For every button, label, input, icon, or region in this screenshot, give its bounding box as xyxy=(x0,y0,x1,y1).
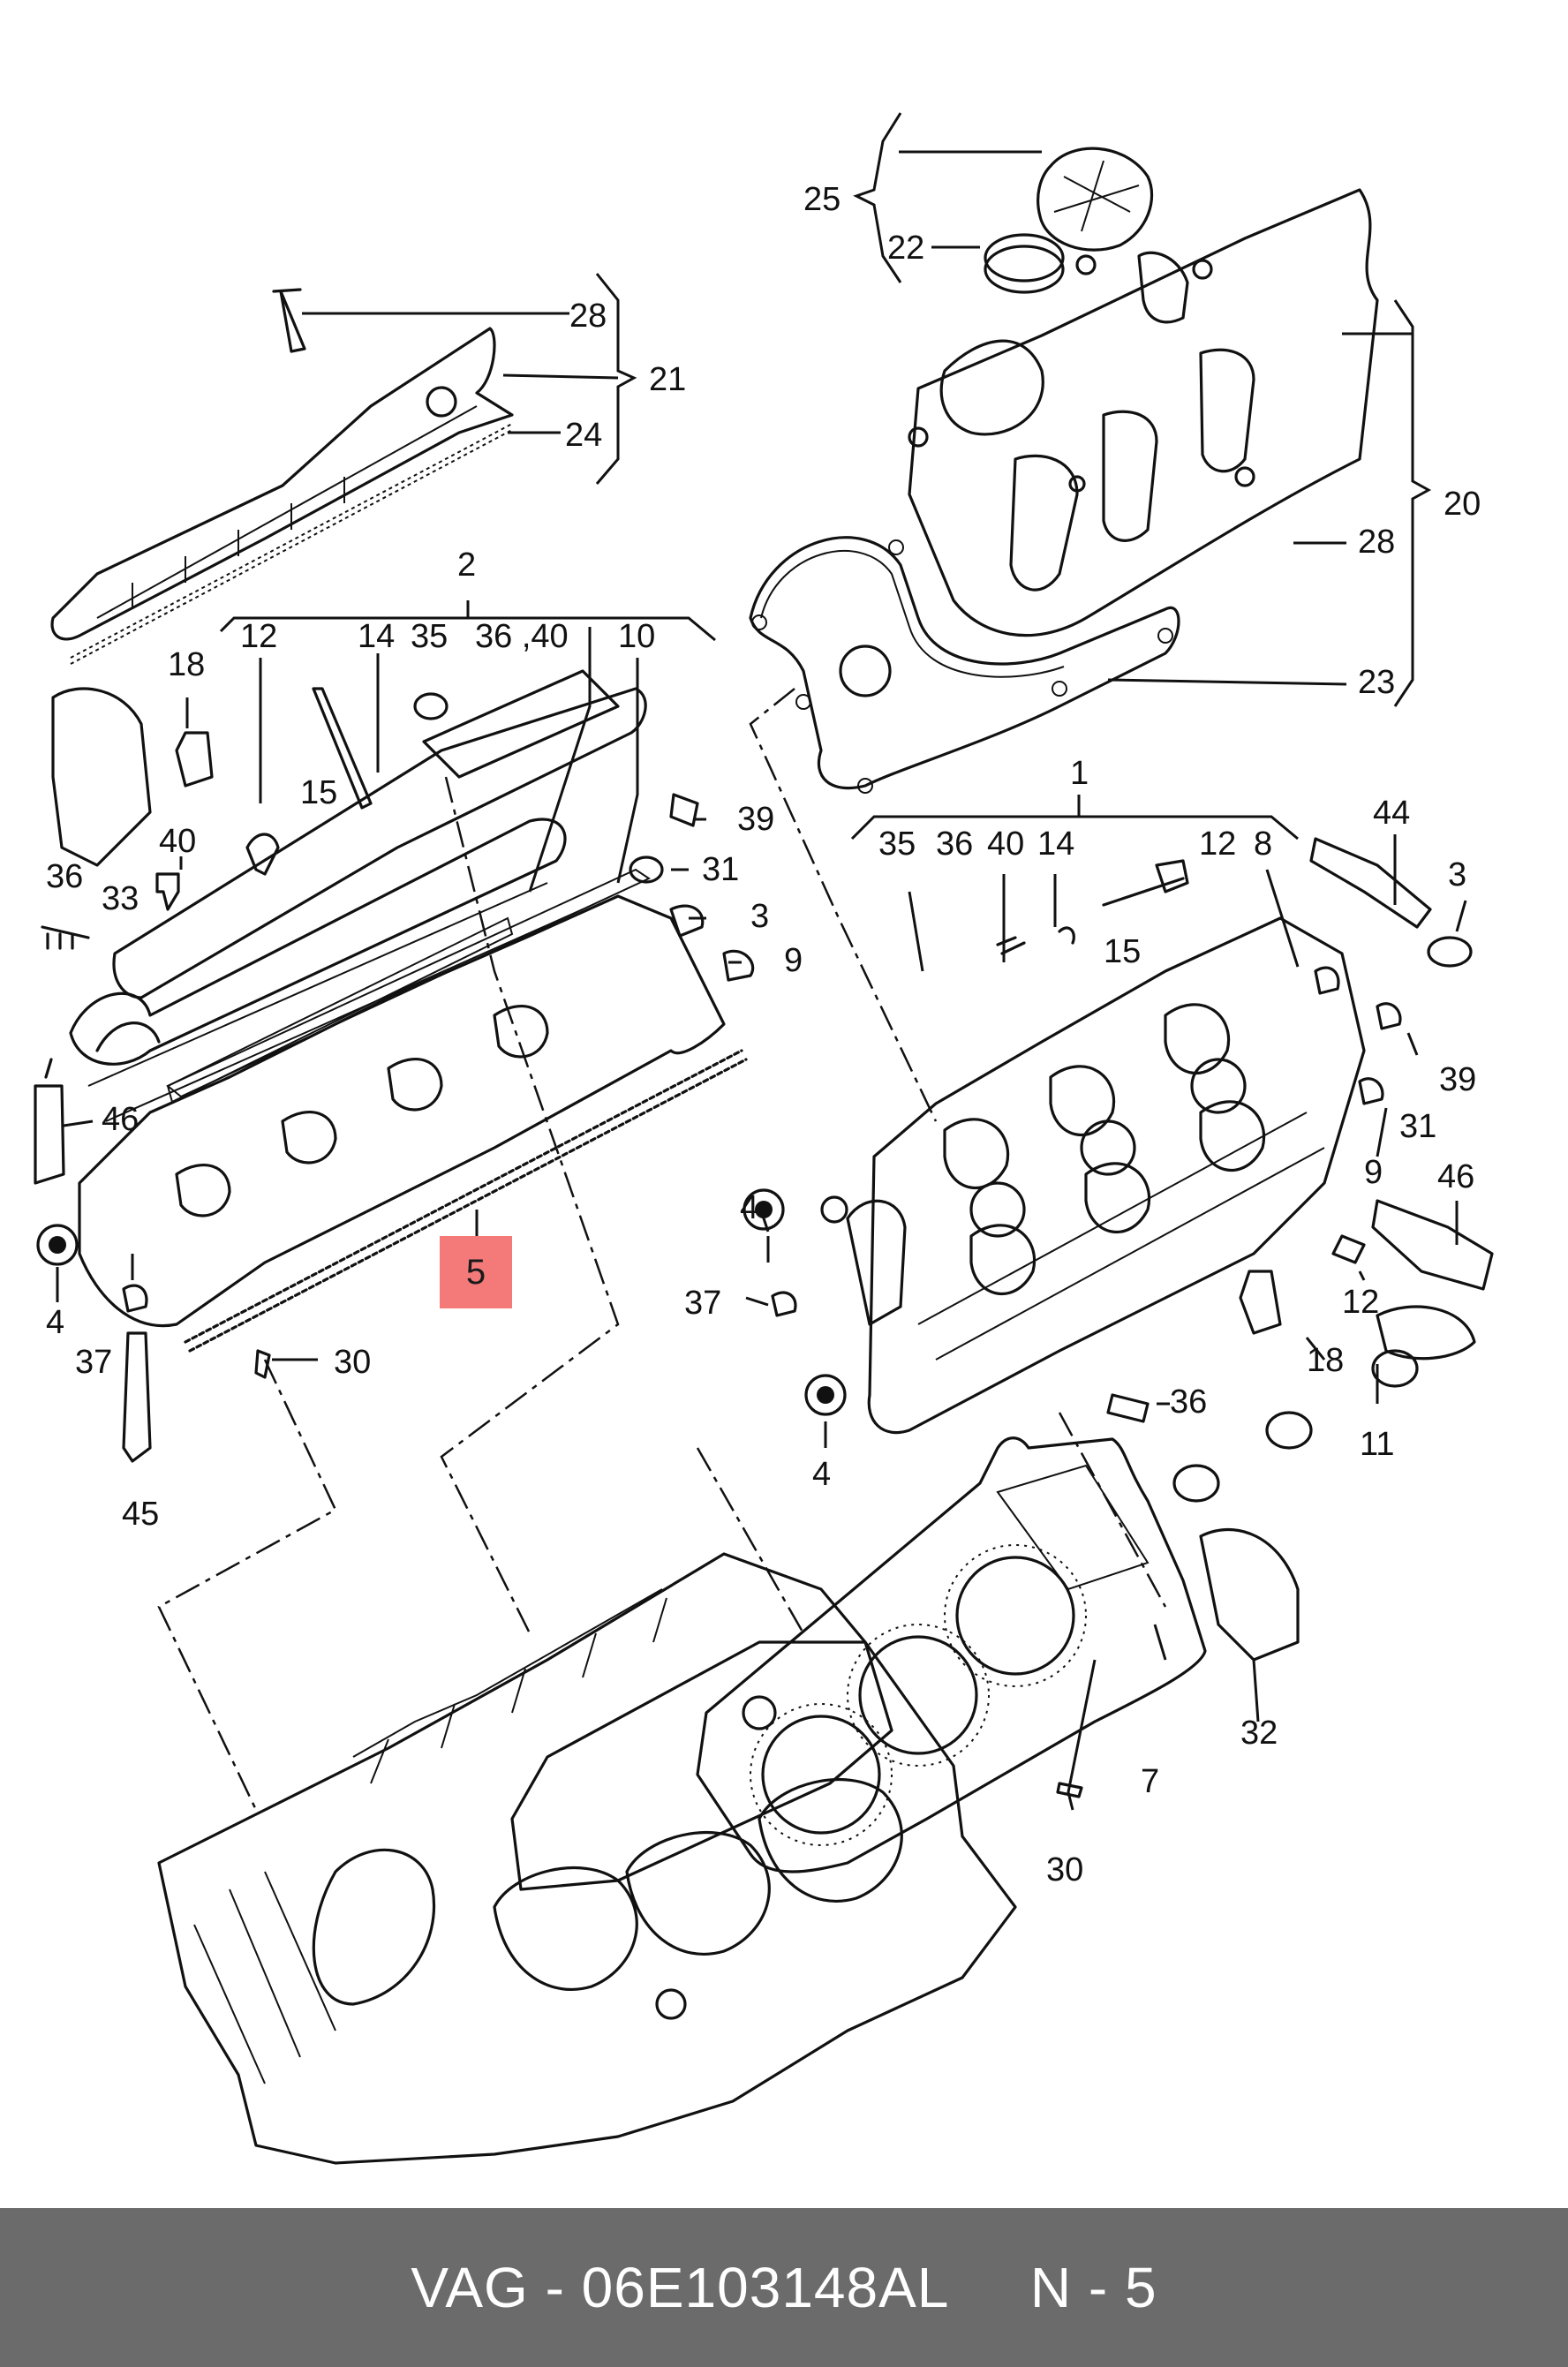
callout-8[interactable]: 8 xyxy=(1254,825,1272,863)
callout-15[interactable]: 15 xyxy=(300,774,337,811)
callout-36[interactable]: 36 xyxy=(936,825,973,863)
callout-45[interactable]: 45 xyxy=(122,1496,159,1533)
engine-block xyxy=(157,1552,1017,2165)
callout-35[interactable]: 35 xyxy=(411,618,448,655)
callout-30[interactable]: 30 xyxy=(1046,1851,1083,1888)
callout-33[interactable]: 33 xyxy=(102,880,139,917)
callout-20[interactable]: 20 xyxy=(1444,486,1481,523)
footer-bar: VAG - 06E103148AL N - 5 xyxy=(0,2208,1568,2367)
callout-5[interactable]: 5 xyxy=(465,1252,486,1292)
callout-24[interactable]: 24 xyxy=(565,417,602,454)
callout-9[interactable]: 9 xyxy=(784,942,803,979)
callout-3[interactable]: 3 xyxy=(1448,856,1466,893)
callout-3[interactable]: 3 xyxy=(750,898,769,935)
right-cylinder-head xyxy=(820,916,1366,1435)
callout-14[interactable]: 14 xyxy=(358,618,395,655)
callout-4[interactable]: 4 xyxy=(46,1304,64,1341)
highlight-box[interactable] xyxy=(440,1236,512,1308)
callout-35[interactable]: 35 xyxy=(878,825,916,863)
callout-2[interactable]: 2 xyxy=(457,547,476,584)
callout-9[interactable]: 9 xyxy=(1364,1154,1383,1191)
callout-39[interactable]: 39 xyxy=(1439,1061,1476,1098)
highlighted-part-marker[interactable]: 5 xyxy=(440,1236,512,1308)
callout-46[interactable]: 46 xyxy=(102,1101,139,1138)
callout-46[interactable]: 46 xyxy=(1437,1158,1474,1195)
callout-12[interactable]: 12 xyxy=(1199,825,1236,863)
callout-1[interactable]: 1 xyxy=(1070,755,1089,792)
callout-37[interactable]: 37 xyxy=(75,1344,112,1381)
callout-36-40[interactable]: 36 ,40 xyxy=(475,618,569,655)
camshaft-bridges xyxy=(69,818,652,1098)
left-small-parts xyxy=(34,687,755,1463)
parts-artwork xyxy=(34,147,1494,2165)
callout-21[interactable]: 21 xyxy=(649,361,686,398)
callout-44[interactable]: 44 xyxy=(1373,795,1410,832)
callout-12[interactable]: 12 xyxy=(1342,1284,1379,1321)
callout-4[interactable]: 4 xyxy=(740,1189,758,1226)
part-number-caption: VAG - 06E103148AL N - 5 xyxy=(411,2256,1157,2319)
callout-22[interactable]: 22 xyxy=(887,230,924,267)
callout-32[interactable]: 32 xyxy=(1240,1715,1278,1752)
head-gasket xyxy=(696,1436,1207,1873)
left-cylinder-head xyxy=(78,669,748,1353)
callout-36[interactable]: 36 xyxy=(1170,1383,1207,1421)
oil-filler-cap xyxy=(984,147,1154,294)
right-cover-gasket xyxy=(749,536,1180,794)
callout-28[interactable]: 28 xyxy=(1358,524,1395,561)
callout-37[interactable]: 37 xyxy=(684,1285,721,1322)
callout-25[interactable]: 25 xyxy=(803,181,841,218)
exploded-parts-diagram: 25 22 28 21 24 20 28 23 2 12 14 35 36 ,4… xyxy=(34,112,1494,2165)
callout-31[interactable]: 31 xyxy=(702,851,739,888)
leader-lines xyxy=(56,112,1467,1811)
callout-28[interactable]: 28 xyxy=(569,298,607,335)
right-small-parts xyxy=(743,837,1494,1798)
callout-18[interactable]: 18 xyxy=(1307,1342,1344,1379)
callout-11[interactable]: 11 xyxy=(1360,1426,1394,1463)
callout-31[interactable]: 31 xyxy=(1399,1108,1436,1145)
right-valve-cover xyxy=(908,188,1379,637)
callout-18[interactable]: 18 xyxy=(168,646,205,683)
left-valve-cover xyxy=(50,288,514,665)
assembly-lines xyxy=(157,688,1167,1811)
callout-15[interactable]: 15 xyxy=(1104,933,1141,970)
callout-36[interactable]: 36 xyxy=(46,858,83,895)
callout-10[interactable]: 10 xyxy=(618,618,655,655)
callout-40[interactable]: 40 xyxy=(159,823,196,860)
callout-14[interactable]: 14 xyxy=(1037,825,1074,863)
callout-4[interactable]: 4 xyxy=(812,1456,831,1493)
callout-30[interactable]: 30 xyxy=(334,1344,371,1381)
callout-12[interactable]: 12 xyxy=(240,618,277,655)
callout-23[interactable]: 23 xyxy=(1358,664,1395,701)
callout-7[interactable]: 7 xyxy=(1141,1763,1159,1800)
callouts: 25 22 28 21 24 20 28 23 2 12 14 35 36 ,4… xyxy=(46,181,1481,1888)
callout-39[interactable]: 39 xyxy=(737,801,774,838)
callout-40[interactable]: 40 xyxy=(987,825,1024,863)
